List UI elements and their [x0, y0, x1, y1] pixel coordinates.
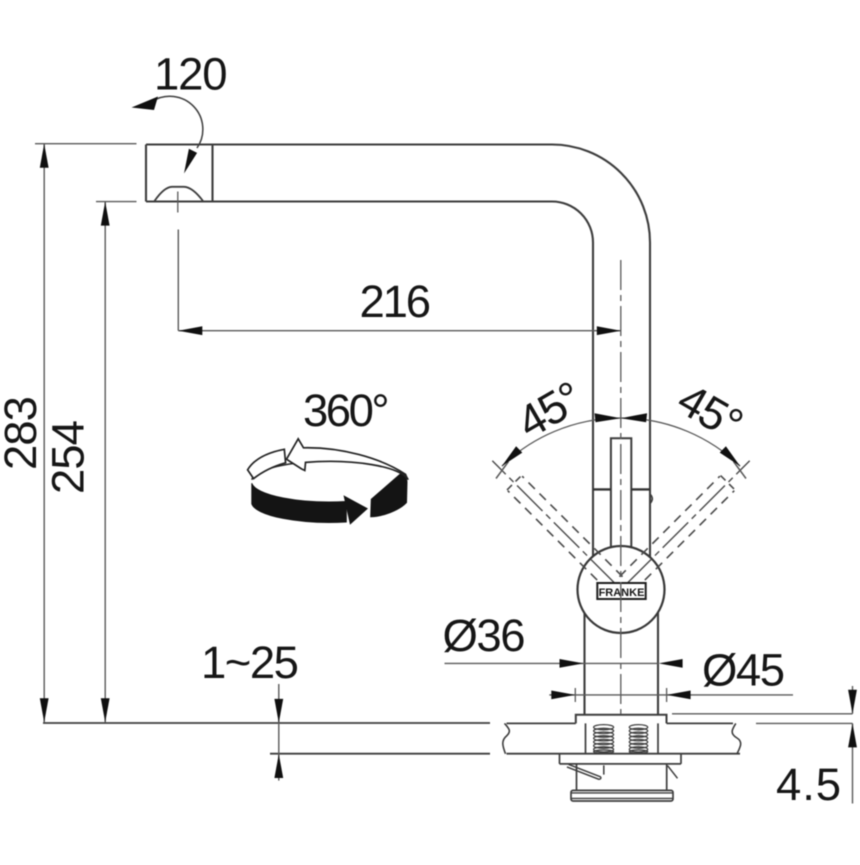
- svg-text:283: 283: [0, 397, 46, 470]
- svg-text:4.5: 4.5: [776, 759, 842, 810]
- svg-text:216: 216: [360, 276, 430, 327]
- svg-text:FRANKE: FRANKE: [599, 587, 645, 599]
- svg-text:254: 254: [43, 421, 94, 494]
- svg-text:1~25: 1~25: [201, 637, 298, 688]
- svg-text:120: 120: [154, 49, 226, 100]
- svg-text:Ø36: Ø36: [443, 610, 525, 661]
- svg-text:Ø45: Ø45: [702, 645, 784, 696]
- svg-text:360°: 360°: [303, 385, 387, 436]
